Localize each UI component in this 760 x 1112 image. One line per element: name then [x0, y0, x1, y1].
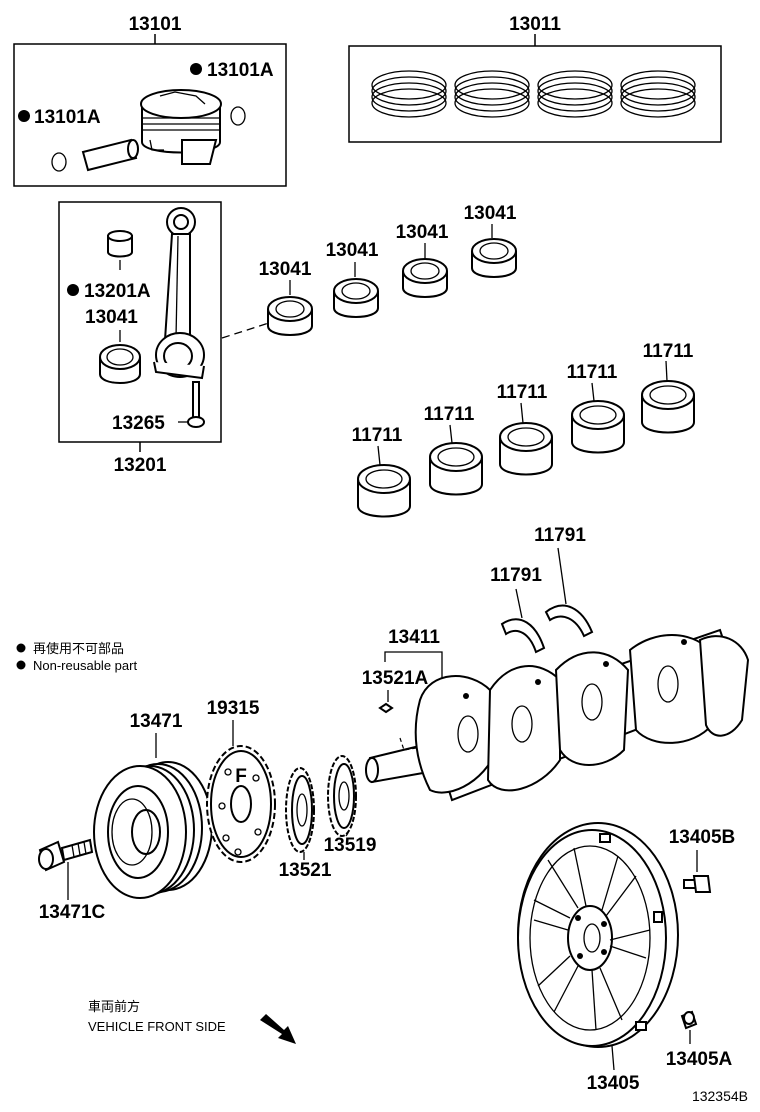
label-crank-pulley[interactable]: 13471 — [130, 711, 183, 732]
label-piston-snap-ring-right[interactable]: 13101A — [207, 60, 274, 81]
piston-ring-stack-icon — [371, 70, 447, 118]
woodruff-key-icon — [378, 702, 394, 714]
timing-rotor-group: 19315 F — [206, 698, 276, 863]
pulley-bolt-icon — [38, 838, 94, 872]
thrust-washer-icon — [544, 604, 594, 638]
label-main-bearing-5[interactable]: 11711 — [643, 341, 694, 362]
label-main-bearing-3[interactable]: 11711 — [497, 382, 548, 403]
bearing-shell-icon — [471, 238, 517, 278]
piston-box — [13, 43, 287, 187]
label-crankshaft[interactable]: 13411 — [388, 627, 440, 648]
label-thrust-washer-left[interactable]: 11791 — [490, 565, 542, 586]
label-main-bearing-4[interactable]: 11711 — [567, 362, 618, 383]
snap-ring-icon — [51, 152, 67, 172]
main-bearing-icon — [429, 442, 483, 496]
label-flywheel-bolt[interactable]: 13405B — [669, 827, 736, 848]
ring-set-group: 13011 — [348, 14, 722, 143]
conrod-bolt-icon — [187, 381, 205, 428]
label-main-bearing-1[interactable]: 11711 — [352, 425, 403, 446]
label-sprocket[interactable]: 13519 — [324, 835, 377, 856]
bearing-shell-icon — [99, 344, 141, 384]
piston-ring-stack-icon — [537, 70, 613, 118]
rotor-f-mark: F — [235, 766, 247, 787]
snap-ring-icon — [230, 106, 246, 126]
flywheel-bolt-group: 13405B — [669, 827, 736, 893]
label-conrod-assy[interactable]: 13201 — [114, 455, 167, 476]
label-conrod-bearing-1[interactable]: 13041 — [259, 259, 312, 280]
flywheel-icon — [517, 822, 679, 1048]
label-flywheel-plate[interactable]: 13405A — [666, 1049, 733, 1070]
sprocket-icon — [327, 755, 357, 837]
flywheel-bolt-icon — [683, 875, 712, 893]
leader-dashed — [221, 321, 273, 339]
label-conrod-bolt[interactable]: 13265 — [112, 413, 165, 434]
direction-line-jp: 車両前方 — [88, 999, 140, 1014]
label-conrod-bearing-2[interactable]: 13041 — [326, 240, 379, 261]
label-flywheel[interactable]: 13405 — [587, 1073, 640, 1094]
bearing-shell-icon — [333, 278, 379, 318]
piston-icon — [140, 89, 222, 165]
crankshaft-group: 13411 13521A — [362, 627, 750, 802]
label-main-bearing-2[interactable]: 11711 — [424, 404, 475, 425]
flywheel-plate-group: 13405A — [666, 1010, 733, 1070]
direction-note: 車両前方 VEHICLE FRONT SIDE — [88, 999, 296, 1044]
conrod-bearings-group: 13041 13041 13041 13041 — [259, 203, 517, 336]
label-crank-key[interactable]: 13521A — [362, 668, 429, 689]
crank-gear-icon — [285, 767, 315, 853]
thrust-washer-group: 11791 11791 — [490, 525, 594, 654]
label-conrod-bearing-4[interactable]: 13041 — [464, 203, 517, 224]
label-conrod-bearing-3[interactable]: 13041 — [396, 222, 449, 243]
crankshaft-icon — [365, 628, 750, 802]
timing-rotor-icon: F — [206, 745, 276, 863]
piston-ring-stack-icon — [620, 70, 696, 118]
bearing-shell-icon — [402, 258, 448, 298]
flywheel-group: 13405 — [517, 822, 679, 1094]
connecting-rod-icon — [153, 207, 205, 380]
label-conrod-bushing[interactable]: 13201A — [84, 281, 151, 302]
label-pulley-bolt[interactable]: 13471C — [39, 902, 106, 923]
main-bearing-icon — [641, 380, 695, 434]
piston-pin-icon — [81, 138, 139, 172]
non-reusable-dot — [18, 110, 30, 122]
legend: 再使用不可部品 Non-reusable part — [16, 641, 137, 673]
conrod-group: 13201 13201A 13041 13265 — [58, 201, 222, 476]
direction-line-en: VEHICLE FRONT SIDE — [88, 1019, 226, 1034]
main-bearing-icon — [499, 422, 553, 476]
ring-set-box — [348, 45, 722, 143]
diagram-id: 132354B — [692, 1088, 748, 1104]
main-bearing-icon — [571, 400, 625, 454]
non-reusable-dot — [190, 63, 202, 75]
label-ring-set[interactable]: 13011 — [509, 14, 561, 35]
main-bearing-icon — [357, 464, 411, 518]
label-conrod-bearing-in-box[interactable]: 13041 — [85, 307, 138, 328]
plate-icon — [680, 1010, 698, 1030]
label-piston-set[interactable]: 13101 — [129, 14, 182, 35]
crank-pulley-icon — [93, 761, 213, 899]
piston-ring-stack-icon — [454, 70, 530, 118]
pulley-group: 13471 13471C — [38, 711, 213, 923]
crank-gear-group: 13521 — [279, 767, 332, 881]
bearing-shell-icon — [267, 296, 313, 336]
main-bearings-group: 11711 11711 11711 11711 11711 — [352, 341, 695, 518]
bushing-icon — [107, 230, 133, 258]
label-timing-rotor[interactable]: 19315 — [207, 698, 260, 719]
legend-dot-icon — [16, 660, 26, 670]
front-arrow-icon — [260, 1014, 296, 1044]
legend-line-jp: 再使用不可部品 — [33, 641, 124, 656]
legend-dot-icon — [16, 643, 26, 653]
legend-line-en: Non-reusable part — [33, 658, 137, 673]
thrust-washer-icon — [500, 618, 546, 654]
label-piston-snap-ring-left[interactable]: 13101A — [34, 107, 101, 128]
non-reusable-dot — [67, 284, 79, 296]
piston-group: 13101 13101A 13101A — [13, 14, 287, 187]
sprocket-group: 13519 — [324, 755, 377, 856]
label-crank-gear[interactable]: 13521 — [279, 860, 332, 881]
label-thrust-washer-right[interactable]: 11791 — [534, 525, 586, 546]
